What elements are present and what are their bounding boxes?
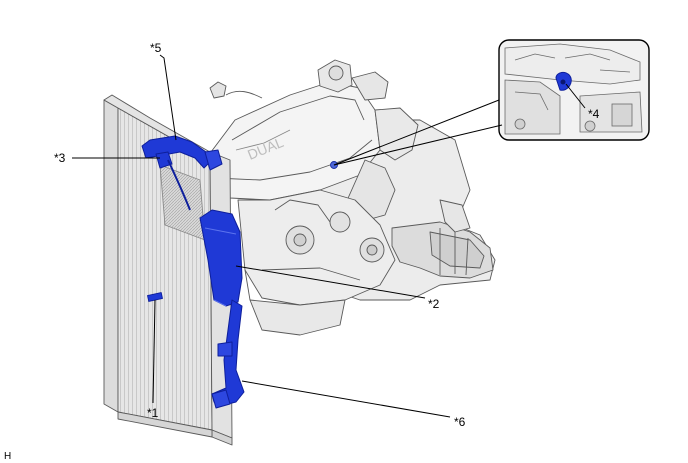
callout-5: *5 [150,41,162,55]
leader-4 [565,83,586,109]
engine-assembly: DUAL [204,59,496,336]
callout-6: *6 [454,415,466,429]
leader-6 [241,380,451,418]
callout-4: *4 [588,107,600,121]
inset-leader-lower [333,124,503,166]
leader-2 [235,265,426,299]
inset-leader-upper [333,99,500,166]
leader-5 [159,54,177,141]
leader-lines [72,54,586,418]
leader-1 [152,299,156,404]
highlighted-components [141,135,245,409]
callout-2: *2 [428,297,440,311]
inset-detail [498,39,650,141]
callout-3: *3 [54,151,66,165]
figure-code: H [4,451,11,462]
callout-1: *1 [147,406,159,420]
